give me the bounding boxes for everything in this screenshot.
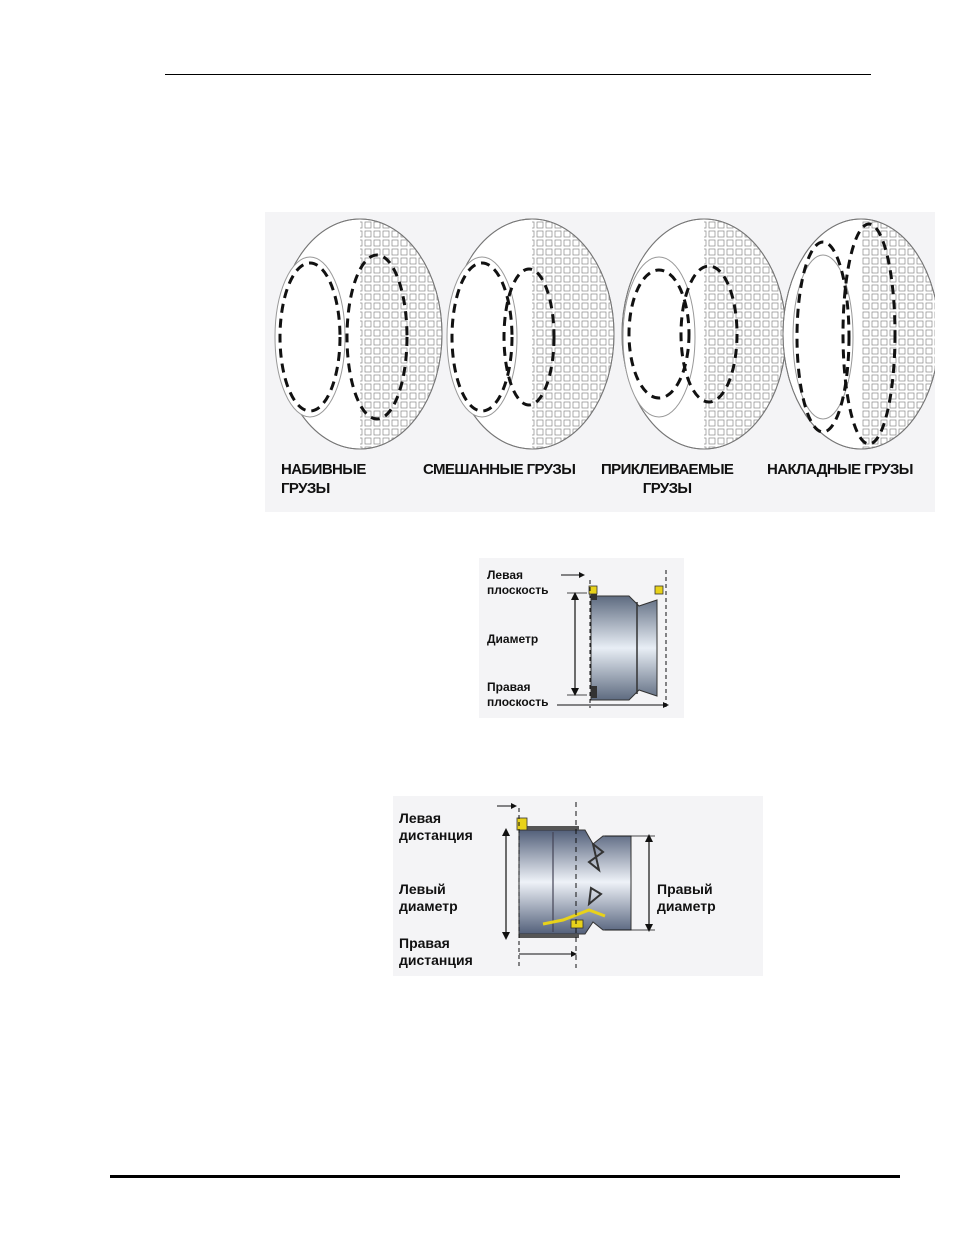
tire-label-clip-on: НАКЛАДНЫЕ ГРУЗЫ [767, 460, 913, 479]
left-plane-label: Левая плоскость [487, 568, 549, 598]
header-rule [165, 74, 871, 75]
tire-1-set-in [275, 219, 442, 449]
left-distance-label: Левая дистанция [399, 810, 473, 844]
right-distance-label: Правая дистанция [399, 935, 473, 969]
rim-figure-planes: Левая плоскость Диаметр Правая плоскость [479, 558, 684, 718]
left-diameter-label: Левый диаметр [399, 881, 458, 915]
right-plane-label: Правая плоскость [487, 680, 549, 710]
tire-3-adhesive [622, 219, 786, 449]
diameter-label: Диаметр [487, 632, 538, 647]
tire-2-mixed [447, 219, 614, 449]
tire-weights-figure: НАБИВНЫЕ ГРУЗЫ СМЕШАННЫЕ ГРУЗЫ ПРИКЛЕИВА… [265, 212, 935, 512]
rim-figure-distances: Левая дистанция Левый диаметр Правая дис… [393, 796, 763, 976]
right-diameter-label: Правый диаметр [657, 881, 716, 915]
tire-label-set-in: НАБИВНЫЕ ГРУЗЫ [281, 460, 366, 498]
tire-label-adhesive: ПРИКЛЕИВАЕМЫЕ ГРУЗЫ [601, 460, 733, 498]
footer-rule [110, 1175, 900, 1178]
tire-illustrations [265, 212, 935, 462]
tire-4-clip-on [783, 219, 935, 449]
tire-label-mixed: СМЕШАННЫЕ ГРУЗЫ [423, 460, 575, 479]
